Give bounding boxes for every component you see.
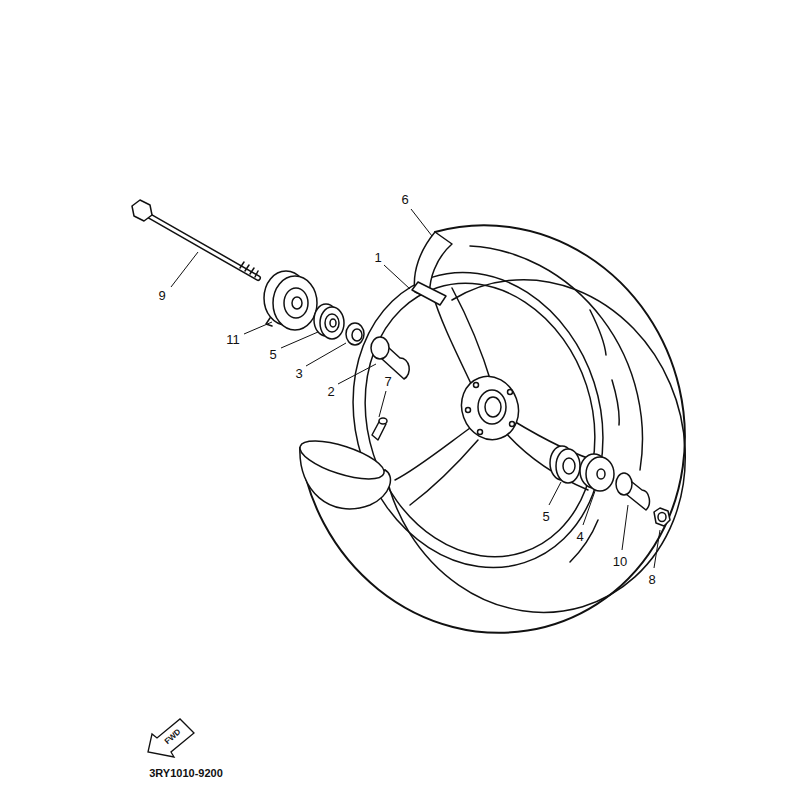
leader-line bbox=[411, 209, 432, 236]
tire-outer bbox=[300, 225, 685, 633]
callout-number: 1 bbox=[374, 251, 381, 264]
rim-band bbox=[412, 282, 446, 305]
leader-line bbox=[281, 332, 318, 348]
tread-groove bbox=[570, 310, 619, 562]
axle-shaft bbox=[146, 214, 258, 278]
axle-shaft-fill bbox=[146, 214, 258, 278]
gear-unit-inner bbox=[284, 288, 308, 318]
leader-line bbox=[306, 343, 346, 366]
leader-lines bbox=[171, 209, 660, 568]
callout-number: 5 bbox=[542, 510, 549, 523]
tire-bead bbox=[385, 280, 685, 613]
bolt-hole bbox=[508, 390, 513, 395]
bolt-hole bbox=[510, 422, 515, 427]
leader-line bbox=[622, 505, 628, 550]
gear-unit bbox=[273, 276, 317, 330]
leader-line bbox=[384, 265, 410, 289]
oil-seal-inner bbox=[352, 329, 362, 341]
leader-line bbox=[244, 322, 272, 334]
callout-number: 3 bbox=[295, 367, 302, 380]
bearing-inner bbox=[325, 314, 339, 332]
bearing bbox=[320, 307, 344, 339]
callout-number: 2 bbox=[327, 385, 334, 398]
part-code: 3RY1010-9200 bbox=[149, 768, 223, 779]
axle-nut-bore bbox=[658, 513, 666, 522]
tread-line bbox=[470, 246, 642, 470]
callout-number: 11 bbox=[226, 333, 240, 346]
leader-line bbox=[338, 364, 376, 384]
leader-line bbox=[379, 391, 386, 417]
axle-nut bbox=[654, 508, 670, 526]
callout-number: 7 bbox=[384, 375, 391, 388]
callout-number: 9 bbox=[158, 289, 165, 302]
bearing-inner bbox=[563, 458, 575, 474]
bolt-hole bbox=[474, 383, 479, 388]
callout-number: 5 bbox=[269, 348, 276, 361]
valve-cap bbox=[379, 418, 387, 424]
callout-number: 8 bbox=[648, 573, 655, 586]
callout-number: 6 bbox=[401, 193, 408, 206]
bearing bbox=[556, 449, 580, 483]
leader-line bbox=[549, 482, 561, 505]
tire-opening bbox=[296, 433, 388, 487]
callout-number: 4 bbox=[576, 530, 583, 543]
leader-line bbox=[583, 491, 595, 525]
bolt-hole bbox=[466, 408, 471, 413]
leader-line bbox=[654, 530, 660, 568]
hub-flange bbox=[453, 368, 528, 447]
direction-arrow bbox=[148, 719, 194, 757]
collar-bore bbox=[597, 469, 605, 479]
spoke bbox=[395, 428, 478, 505]
callout-number: 10 bbox=[613, 555, 627, 568]
axle-thread bbox=[240, 262, 258, 277]
spacer-end bbox=[616, 473, 632, 495]
rim-edge bbox=[331, 253, 630, 587]
bearing-bore bbox=[330, 319, 336, 327]
hub-bore bbox=[478, 390, 506, 424]
bolt-hole bbox=[478, 430, 483, 435]
gear-unit-bore bbox=[292, 297, 302, 309]
hub-bore-inner bbox=[485, 397, 501, 417]
spacer-end bbox=[371, 337, 389, 359]
axle-head bbox=[132, 200, 152, 221]
collar bbox=[586, 457, 614, 491]
rim bbox=[316, 240, 641, 601]
leader-line bbox=[171, 252, 198, 287]
oil-seal bbox=[346, 323, 364, 345]
